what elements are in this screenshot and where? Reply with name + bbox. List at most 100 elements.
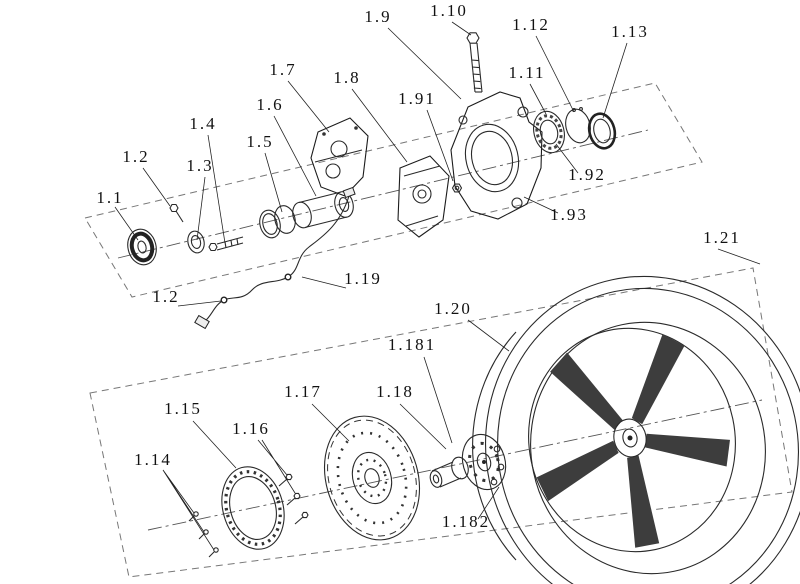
part-label-1-18: 1.18	[376, 382, 414, 401]
part-label-1-7: 1.7	[269, 60, 296, 79]
brake-disc-scallop	[327, 419, 417, 537]
sleeve-top-edge	[298, 191, 342, 204]
carrier-bolt-boss	[458, 115, 468, 125]
group-boundaries	[84, 82, 793, 578]
disc-bolt-shaft	[286, 497, 296, 506]
upper-assembly-boundary	[84, 82, 703, 298]
axle-bolt-shaft-bottom	[216, 242, 244, 251]
brake-disc-bolt-ring	[356, 458, 388, 498]
wheel-axle-hole	[627, 435, 633, 441]
hub-shaft-bore	[432, 474, 440, 484]
carrier-bolt-boss	[511, 197, 523, 209]
tone-ring-screw	[213, 547, 219, 553]
brake-disc-bore	[364, 468, 380, 488]
part-label-1-181: 1.181	[388, 335, 436, 354]
thread-tick	[230, 240, 233, 247]
seal-ring-right	[587, 112, 617, 150]
disc-bolt	[293, 492, 301, 500]
part-labels: 1.1 1.2 1.3 1.4 1.5 1.6 1.7 1.8 1.9 1.10…	[96, 1, 739, 531]
sensor-connector	[342, 186, 356, 199]
tone-ring-slots	[224, 470, 282, 546]
disc-bolt-shaft	[294, 516, 304, 525]
part-label-1-8: 1.8	[333, 68, 360, 87]
bearing-set	[533, 107, 617, 154]
bolt-head	[466, 32, 480, 44]
washer-bore	[190, 235, 202, 249]
small-bolt-head	[169, 203, 179, 213]
wheel-hub-bore	[622, 428, 638, 448]
part-label-1-13: 1.13	[611, 22, 649, 41]
part-label-1-2: 1.2	[122, 147, 149, 166]
hub-shaft-edge	[431, 461, 454, 472]
hub-shaft-end	[429, 470, 443, 488]
brake-pad-edge	[403, 165, 441, 177]
part-label-1-3: 1.3	[186, 156, 213, 175]
hub-center-hole	[482, 460, 486, 464]
hub-stud	[497, 463, 505, 471]
circlip-ear	[579, 107, 583, 111]
part-label-1-182: 1.182	[442, 512, 490, 531]
sleeve-bore	[338, 197, 350, 212]
thread-tick	[224, 241, 227, 249]
tone-ring-outer	[221, 466, 285, 550]
hub-stud-ring	[468, 441, 500, 483]
caliper-bolt	[322, 132, 326, 136]
seal-bore	[137, 240, 147, 254]
bracket-piston-bore	[417, 189, 427, 199]
bolt-thread	[472, 73, 480, 76]
disc-bolt	[285, 473, 293, 481]
caliper-bolt	[354, 126, 358, 130]
axle-parts	[127, 191, 354, 266]
tire-sidewall	[497, 287, 799, 584]
carrier-bearing-bore	[470, 130, 514, 186]
part-label-1-91: 1.91	[398, 89, 436, 108]
carrier-bore-rim	[464, 123, 520, 193]
part-label-1-1: 1.1	[96, 188, 123, 207]
part-label-1-2b: 1.2	[152, 287, 179, 306]
washer-outer	[187, 230, 205, 254]
caliper-body	[310, 117, 369, 197]
tone-ring-screw	[193, 511, 199, 517]
seal-outer	[127, 228, 157, 266]
tone-ring-screw-shaft	[198, 533, 205, 540]
hub-flange	[461, 433, 507, 491]
tone-ring-screw-shaft	[208, 551, 215, 558]
part-label-1-4: 1.4	[189, 114, 216, 133]
caliper-bracket	[397, 155, 450, 238]
lower-assembly-boundary	[89, 267, 793, 578]
wheel-spoke	[550, 352, 623, 430]
spacer-ring	[259, 209, 281, 239]
brake-disc-hat	[351, 451, 393, 505]
part-label-1-20: 1.20	[434, 299, 472, 318]
small-bolt-shaft	[175, 210, 184, 223]
axle-bolt-head	[208, 242, 218, 252]
brake-disc-outer	[323, 415, 421, 541]
hub-stud	[493, 445, 501, 453]
leader-lines	[114, 21, 761, 551]
wheel-spoke	[627, 455, 660, 548]
wheel-spoke	[536, 440, 619, 502]
bearing-inner-race	[539, 119, 559, 145]
disc-bolt-shaft	[278, 478, 288, 487]
wheel-and-tire	[472, 275, 800, 584]
bolt-thread	[471, 59, 479, 62]
spacer-ring-inner	[262, 213, 278, 235]
thread-tick	[236, 238, 239, 246]
carrier-outline	[450, 91, 543, 220]
cable-plug	[194, 314, 210, 330]
part-label-1-93: 1.93	[550, 205, 588, 224]
cable-clamp	[220, 296, 228, 304]
hub-shaft-edge	[439, 477, 462, 488]
part-label-1-15: 1.15	[164, 399, 202, 418]
tire-outer	[485, 275, 800, 584]
caliper-piston	[330, 140, 348, 158]
bearing-outer-race	[533, 110, 565, 154]
bolt-thread	[473, 87, 481, 90]
flange-nut	[451, 183, 463, 193]
seal-ring-right-bore	[593, 118, 611, 144]
disc-bolt	[301, 511, 309, 519]
part-label-1-19: 1.19	[344, 269, 382, 288]
bearing-rollers	[535, 114, 563, 150]
part-label-1-92: 1.92	[568, 165, 606, 184]
